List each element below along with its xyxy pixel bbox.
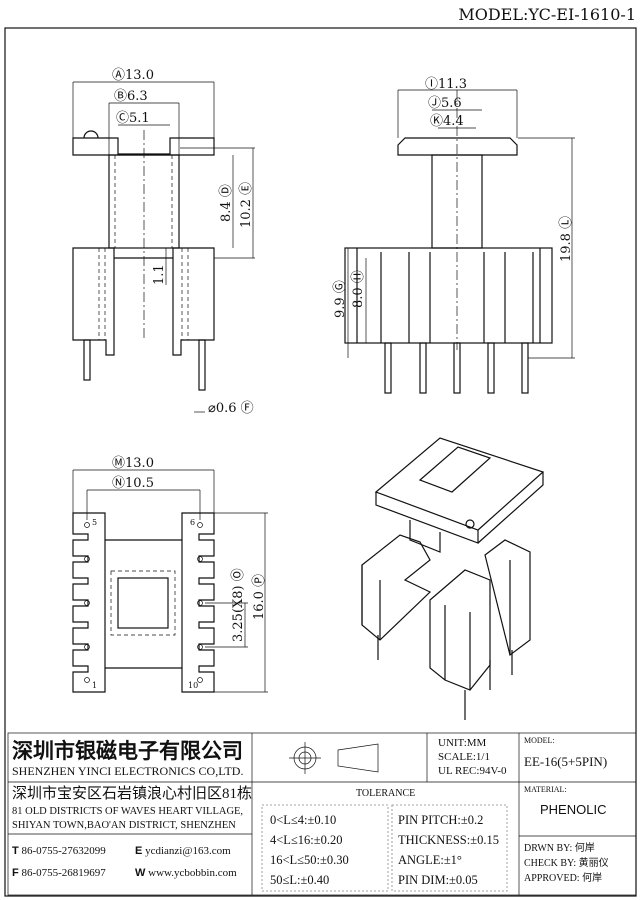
material-value: PHENOLIC	[540, 802, 607, 817]
dim-l: 19.8 Ⓛ	[559, 216, 574, 262]
tolerance-title: TOLERANCE	[356, 788, 416, 799]
tolerance-row: ANGLE:±1°	[398, 853, 462, 867]
tolerance-row: 16<L≤50:±0.30	[270, 853, 349, 867]
side-view: Ⓘ11.3 Ⓙ5.6 Ⓚ4.4 19.8 Ⓛ 9.9 Ⓖ 8.0 Ⓗ	[333, 77, 575, 394]
approved-by: APPROVED: 何岸	[524, 873, 603, 884]
drawn-by: DRWN BY: 何岸	[524, 843, 595, 854]
dim-i: Ⓘ11.3	[425, 77, 467, 92]
bottom-view: Ⓜ13.0 Ⓝ10.5 3.25(X8) Ⓞ 16.0 Ⓟ 5 6 1 10	[72, 456, 268, 693]
front-view: Ⓐ13.0 Ⓑ6.3 Ⓒ5.1 8.4 Ⓓ 10.2 Ⓔ 1.1 ⌀0.6 Ⓕ	[72, 68, 255, 416]
isometric-view	[361, 437, 545, 720]
dim-1-1: 1.1	[152, 264, 167, 285]
dim-b: Ⓑ6.3	[114, 89, 148, 104]
dim-c: Ⓒ5.1	[116, 111, 150, 126]
company-name-cn: 深圳市银磁电子有限公司	[12, 738, 243, 763]
tolerance-linear: 0<L≤4:±0.10 4<L≤16:±0.20 16<L≤50:±0.30 5…	[270, 810, 349, 890]
dim-m: Ⓜ13.0	[112, 456, 154, 471]
dim-h: 8.0 Ⓗ	[351, 270, 366, 308]
pin-label-6: 6	[190, 518, 195, 527]
dim-f: ⌀0.6 Ⓕ	[208, 401, 254, 416]
tolerance-row: PIN DIM:±0.05	[398, 873, 478, 887]
tolerance-row: THICKNESS:±0.15	[398, 833, 499, 847]
telephone: T 86-0755-27632099	[12, 845, 106, 857]
title-block-frame	[7, 732, 637, 896]
fax: F 86-0755-26819697	[12, 867, 106, 879]
tolerance-row: 4<L≤16:±0.20	[270, 833, 343, 847]
scale: SCALE:1/1	[438, 751, 490, 763]
dim-o: 3.25(X8) Ⓞ	[231, 568, 246, 642]
company-name-en: SHENZHEN YINCI ELECTRONICS CO,LTD.	[12, 764, 244, 778]
address-cn: 深圳市宝安区石岩镇浪心村旧区81栋	[12, 786, 253, 802]
model-label: MODEL:	[524, 736, 555, 745]
dim-j: Ⓙ5.6	[428, 96, 462, 111]
material-label: MATERIAL:	[524, 785, 567, 794]
tolerance-row: 0<L≤4:±0.10	[270, 813, 337, 827]
model-header: MODEL:YC-EI-1610-1	[458, 5, 636, 24]
unit: UNIT:MM	[438, 737, 487, 749]
dim-p: 16.0 Ⓟ	[252, 574, 267, 620]
check-by: CHECK BY: 黄丽仪	[524, 858, 609, 869]
dim-g: 9.9 Ⓖ	[333, 280, 348, 318]
website: W www.ycbobbin.com	[135, 867, 237, 879]
dim-k: Ⓚ4.4	[430, 114, 464, 129]
dim-e: 10.2 Ⓔ	[239, 182, 254, 228]
address-en-2: SHIYAN TOWN,BAO'AN DISTRICT, SHENZHEN	[12, 820, 236, 831]
pin-label-10: 10	[188, 681, 198, 690]
dim-n: Ⓝ10.5	[112, 476, 154, 491]
tolerance-row: 50≤L:±0.40	[270, 873, 330, 887]
sheet-border	[4, 27, 637, 897]
dim-a: Ⓐ13.0	[112, 68, 154, 83]
pin-label-1: 1	[92, 681, 97, 690]
address-en-1: 81 OLD DISTRICTS OF WAVES HEART VILLAGE,	[12, 806, 244, 817]
ul-rec: UL REC:94V-0	[438, 765, 507, 777]
dim-d: 8.4 Ⓓ	[219, 184, 234, 222]
tolerance-row: PIN PITCH:±0.2	[398, 813, 484, 827]
email: E ycdianzi@163.com	[135, 845, 231, 857]
pin-label-5: 5	[92, 518, 97, 527]
model-value: EE-16(5+5PIN)	[524, 754, 608, 769]
tolerance-other: PIN PITCH:±0.2 THICKNESS:±0.15 ANGLE:±1°…	[398, 810, 499, 890]
